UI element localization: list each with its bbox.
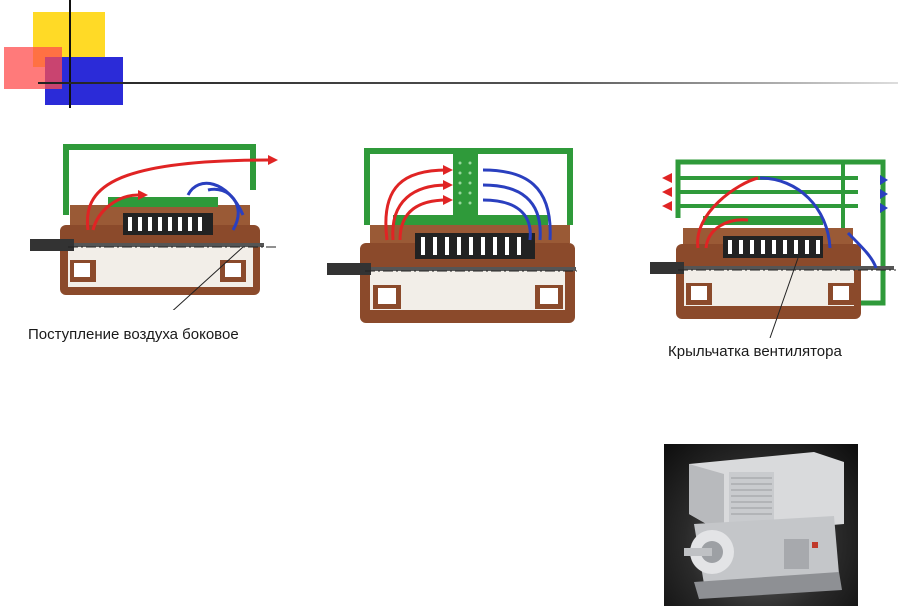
cooling-diagram-fan-impeller: [648, 158, 898, 338]
motor-photo: [664, 444, 858, 606]
caption-side-intake: Поступление воздуха боковое: [28, 326, 239, 343]
vertical-rule: [69, 0, 71, 108]
caption-fan-impeller: Крыльчатка вентилятора: [668, 343, 842, 360]
header-decoration: [0, 0, 907, 110]
horizontal-rule: [38, 82, 898, 84]
cooling-diagram-top-duct: [325, 145, 580, 330]
cooling-diagram-side-intake: [28, 135, 278, 310]
